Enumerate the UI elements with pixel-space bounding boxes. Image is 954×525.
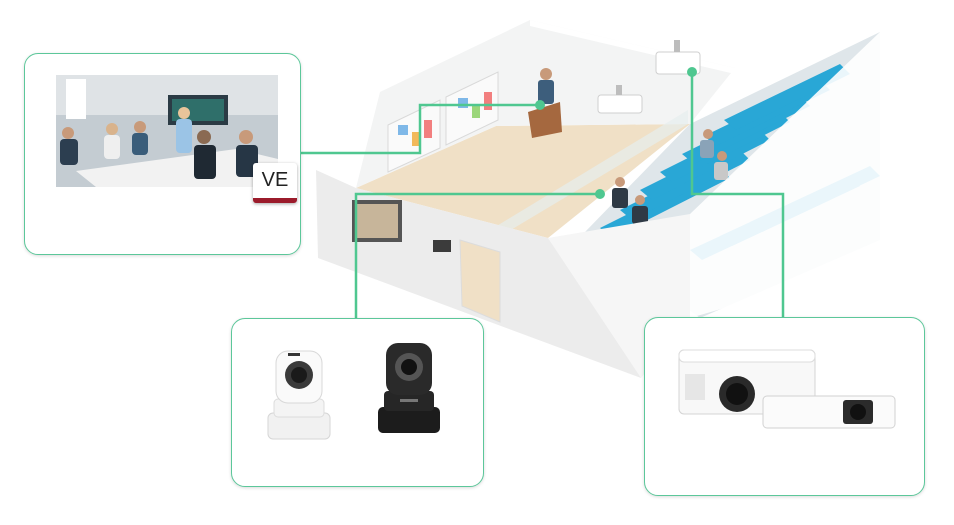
meeting-room-photo xyxy=(56,75,278,187)
ve-badge-label: VE xyxy=(261,169,289,191)
laser-projector-small-icon xyxy=(762,395,896,429)
connector-dot-projector xyxy=(687,67,697,77)
ve-badge: VE xyxy=(253,163,297,203)
connector-dot-camera xyxy=(595,189,605,199)
wall-panel xyxy=(433,240,451,252)
ve-badge-bar xyxy=(253,198,297,203)
connector-camera-to-cameras xyxy=(354,192,600,318)
card-laser-projectors xyxy=(644,317,925,496)
card-ptz-cameras xyxy=(231,318,484,487)
ptz-camera-black-icon xyxy=(378,343,440,433)
card-meeting-room: VE xyxy=(24,53,301,255)
connector-projector-to-projectors xyxy=(690,72,785,317)
ptz-camera-white-icon xyxy=(267,350,331,440)
connector-camera-to-meeting xyxy=(299,103,540,155)
door xyxy=(459,239,501,323)
podium xyxy=(528,102,562,138)
connector-dot-podium xyxy=(535,100,545,110)
right-wall xyxy=(690,32,882,318)
classroom-floor xyxy=(356,124,690,238)
